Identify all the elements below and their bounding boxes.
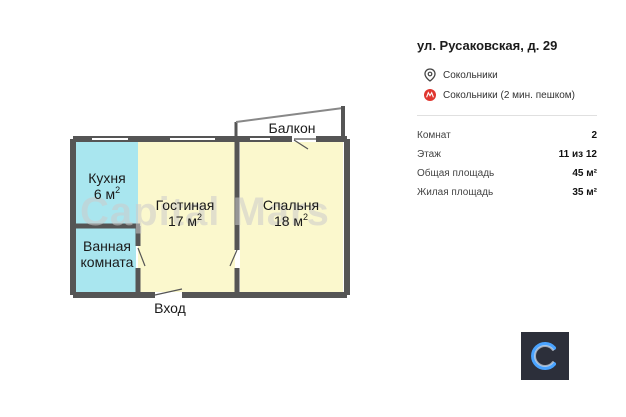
balcony-outline: [234, 106, 345, 137]
address-title: ул. Русаковская, д. 29: [417, 38, 558, 53]
room-bedroom-name: Спальня: [262, 197, 320, 213]
entrance-label: Вход: [154, 300, 186, 316]
floor-value: 11 из 12: [558, 149, 597, 160]
total-area-value: 45 м²: [572, 168, 597, 179]
room-living-area: 17 м2: [167, 212, 203, 230]
total-area-label: Общая площадь: [417, 168, 495, 179]
living-area-label: Жилая площадь: [417, 187, 494, 198]
watermark-text: Capital Mars: [80, 190, 330, 234]
listing-info: ул. Русаковская, д. 29 Сокольники Соколь…: [417, 38, 597, 202]
bedroom-fill: [240, 142, 343, 292]
rooms-row: Комнат 2: [417, 126, 597, 145]
floor-plan: Capital Mars Кухня 6 м2 Гостиная 17 м2 С…: [70, 106, 350, 316]
rooms-value: 2: [591, 130, 597, 141]
room-bedroom: Спальня 18 м2: [256, 197, 326, 229]
living-fill: [138, 142, 235, 292]
bath-door: [137, 247, 146, 267]
floor-row: Этаж 11 из 12: [417, 145, 597, 164]
entrance-door: [154, 288, 183, 296]
living-area-value: 35 м²: [572, 187, 597, 198]
room-kitchen-area: 6 м2: [93, 185, 121, 203]
room-living: Гостиная 17 м2: [150, 197, 220, 229]
total-area-row: Общая площадь 45 м²: [417, 164, 597, 183]
location-row: Сокольники: [423, 67, 597, 83]
metro-text: Сокольники (2 мин. пешком): [443, 89, 575, 101]
room-living-name: Гостиная: [155, 197, 215, 213]
room-bath-name: Ванная: [83, 238, 131, 254]
room-kitchen: Кухня 6 м2: [82, 170, 132, 202]
kitchen-fill: [76, 142, 138, 224]
rooms-label: Комнат: [417, 130, 451, 141]
divider: [417, 115, 597, 116]
bedroom-door: [229, 249, 238, 267]
location-text: Сокольники: [443, 69, 498, 81]
bath-fill: [76, 228, 136, 292]
living-area-row: Жилая площадь 35 м²: [417, 183, 597, 202]
balcony-door: [292, 136, 316, 150]
room-kitchen-name: Кухня: [88, 170, 126, 186]
room-bath-name-2: комната: [80, 254, 134, 271]
room-bedroom-area: 18 м2: [273, 212, 309, 230]
balcony-label: Балкон: [268, 120, 316, 136]
capital-mars-logo-icon: [521, 332, 569, 380]
room-bath: Ванная комната: [78, 238, 136, 270]
metro-icon: [423, 88, 437, 102]
floor-label: Этаж: [417, 149, 441, 160]
floor-plan-drawing: [70, 106, 350, 298]
location-pin-icon: [423, 68, 437, 82]
metro-row: Сокольники (2 мин. пешком): [423, 87, 597, 103]
